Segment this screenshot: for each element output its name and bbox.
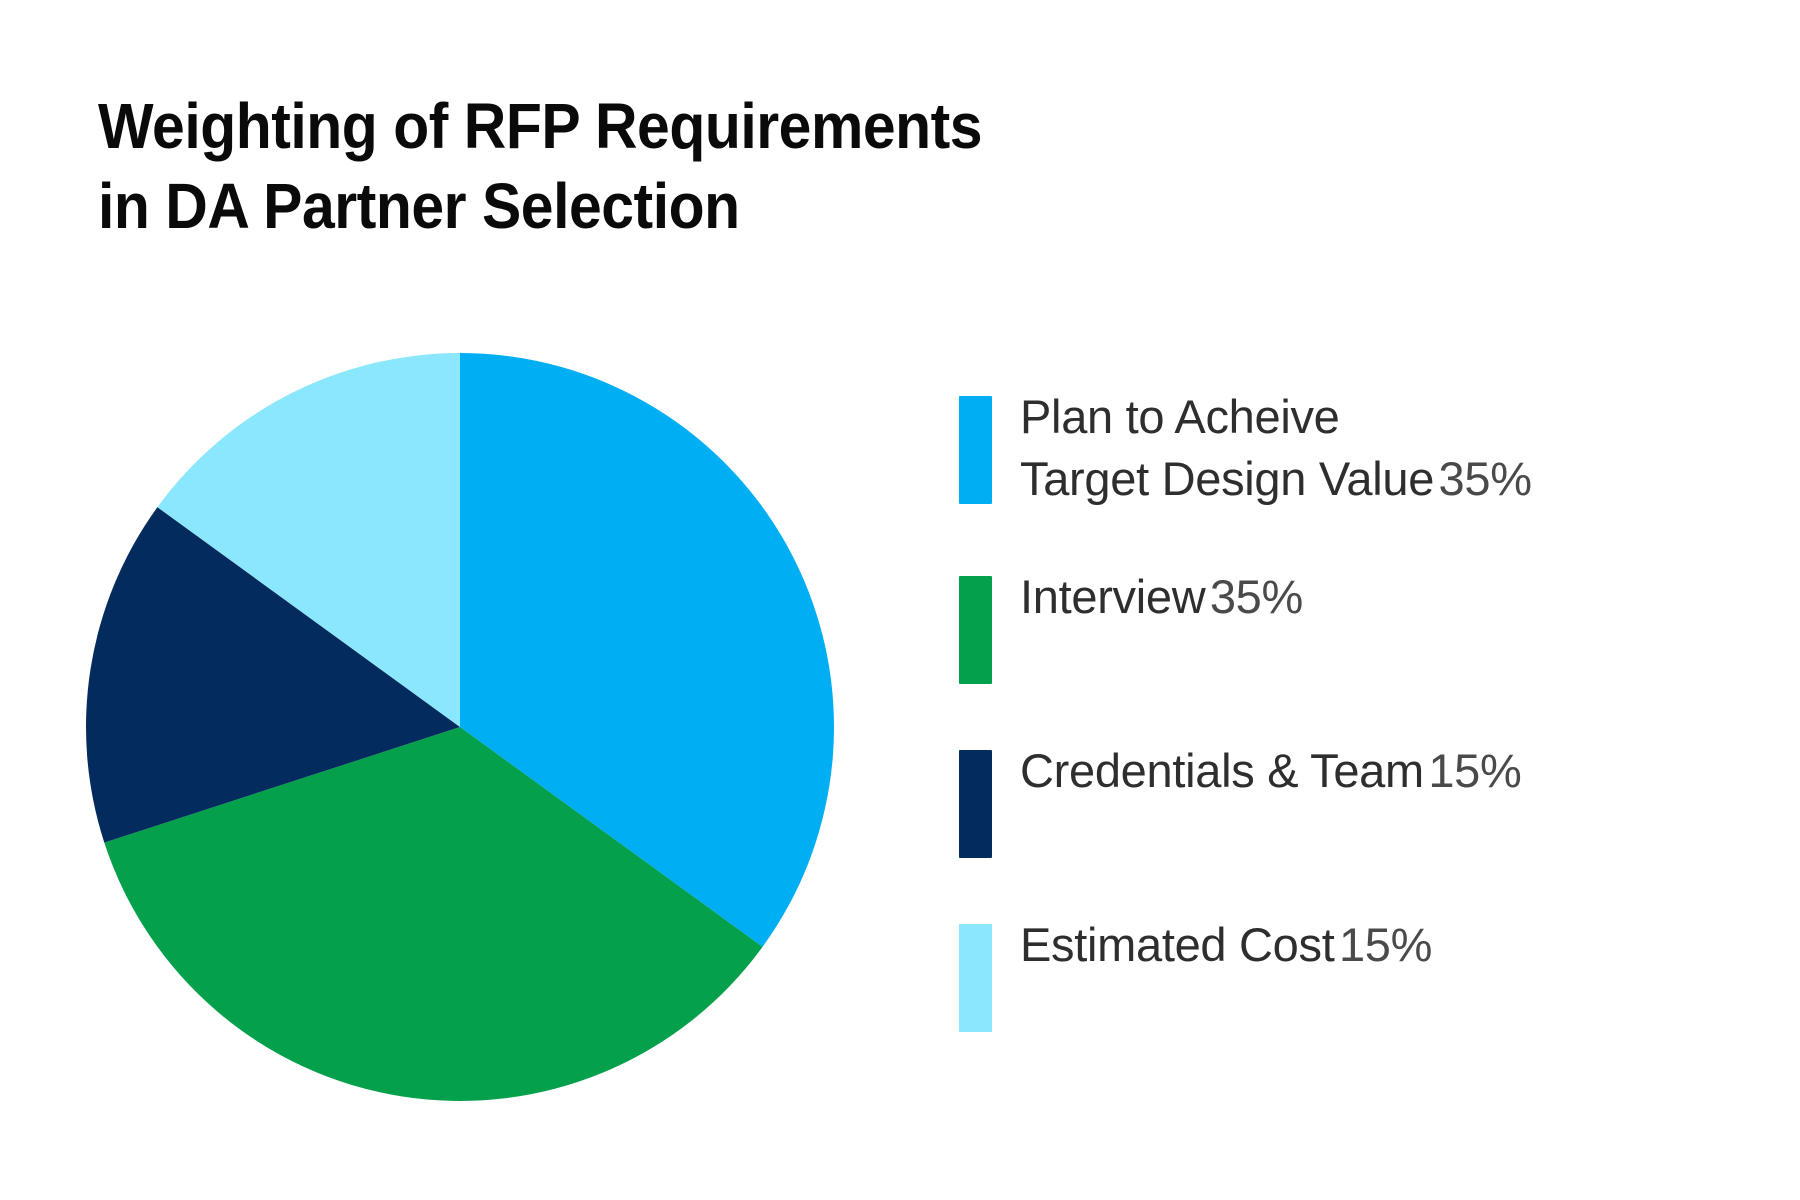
legend-value: 35% — [1438, 452, 1532, 505]
legend-value: 15% — [1338, 918, 1433, 971]
pie-slices — [86, 353, 834, 1101]
legend-value: 35% — [1209, 570, 1303, 623]
legend-label: Estimated Cost — [1020, 918, 1335, 971]
legend-label: Plan to Acheive Target Design Value — [1020, 390, 1435, 505]
pie-svg — [86, 353, 834, 1101]
legend-item-plan-to-acheive-target-design-value[interactable]: Plan to Acheive Target Design Value 35% — [959, 386, 1659, 510]
legend-swatch-icon — [959, 750, 992, 858]
page-title: Weighting of RFP Requirements in DA Part… — [98, 90, 983, 242]
legend-text-block: Plan to Acheive Target Design Value 35% — [1020, 386, 1659, 510]
legend-swatch-icon — [959, 576, 992, 684]
legend-label: Interview — [1020, 570, 1206, 623]
legend-swatch-icon — [959, 924, 992, 1032]
legend-swatch-icon — [959, 396, 992, 504]
pie-slice[interactable] — [460, 353, 834, 947]
pie-slice[interactable] — [104, 727, 763, 1101]
pie-slice[interactable] — [157, 353, 460, 727]
legend-label: Credentials & Team — [1020, 744, 1424, 797]
legend-value: 15% — [1428, 744, 1522, 797]
legend: Plan to Acheive Target Design Value 35% … — [959, 386, 1659, 1032]
legend-text-block: Interview 35% — [1020, 566, 1659, 628]
pie-chart-graphic — [85, 352, 835, 1102]
legend-text-block: Credentials & Team 15% — [1020, 740, 1659, 802]
pie-slice[interactable] — [86, 507, 461, 843]
legend-text-block: Estimated Cost 15% — [1020, 914, 1659, 976]
legend-item-estimated-cost[interactable]: Estimated Cost 15% — [959, 914, 1659, 1032]
legend-item-interview[interactable]: Interview 35% — [959, 566, 1659, 684]
legend-item-credentials-and-team[interactable]: Credentials & Team 15% — [959, 740, 1659, 858]
